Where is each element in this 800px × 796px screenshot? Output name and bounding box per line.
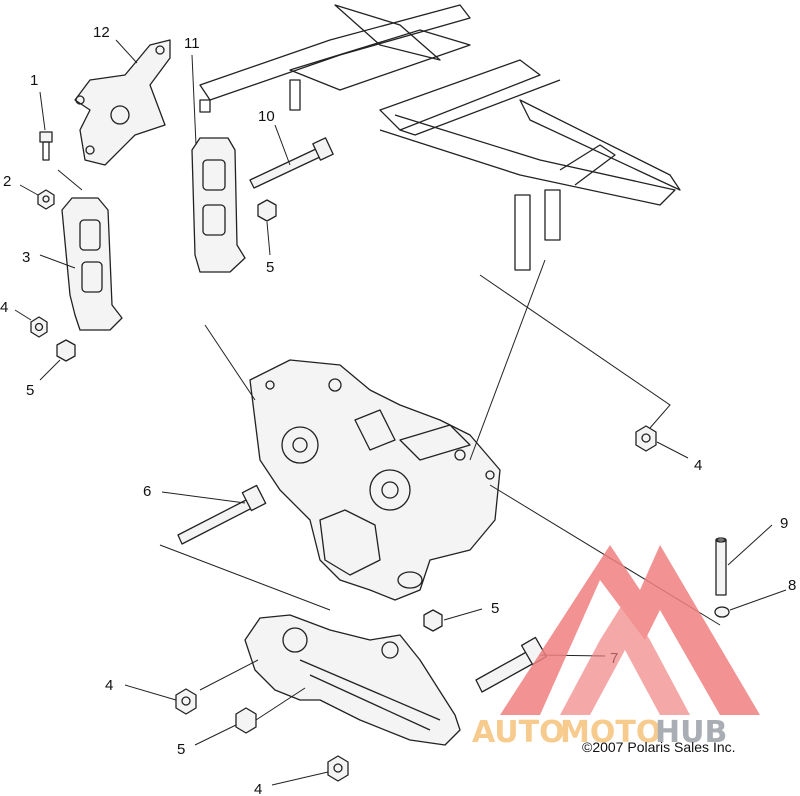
part-5-nut-b [257, 199, 277, 222]
callout-6: 6 [143, 483, 151, 500]
watermark-text-hub: HUB [655, 715, 727, 750]
copyright-notice: ©2007 Polaris Sales Inc. [582, 739, 736, 755]
callout-1: 1 [30, 72, 38, 89]
callout-3: 3 [22, 249, 30, 266]
callout-5-d: 5 [177, 741, 185, 758]
callout-5-b: 5 [266, 259, 274, 276]
callout-5-c: 5 [491, 600, 499, 617]
part-5-nut-c [423, 609, 443, 632]
part-2-nut [37, 189, 55, 210]
callout-4-d: 4 [254, 781, 262, 796]
callout-4-b: 4 [694, 457, 702, 474]
callout-10: 10 [258, 108, 275, 125]
part-1-bolt [39, 131, 53, 161]
watermark-logo: AUTO MOTO HUB [472, 545, 760, 750]
callout-4-c: 4 [105, 677, 113, 694]
engine-assembly [249, 359, 501, 601]
watermark-text-auto: AUTO [472, 715, 565, 750]
callout-12: 12 [93, 24, 110, 41]
part-4-nut-a [30, 316, 48, 338]
part-4-nut-c [175, 688, 197, 715]
callout-4-a: 4 [0, 299, 8, 316]
watermark-text-moto: MOTO [560, 715, 661, 750]
part-9-pin [715, 537, 727, 596]
watermark-triangle-icon [500, 545, 760, 715]
part-5-nut-a [56, 339, 76, 362]
lower-frame [244, 614, 461, 746]
callout-11: 11 [184, 35, 200, 52]
part-4-nut-b [635, 425, 657, 452]
chassis-frame [199, 4, 681, 271]
part-12-bracket-plate [74, 39, 171, 166]
callout-5-a: 5 [26, 382, 34, 399]
callout-2: 2 [3, 173, 11, 190]
callout-9: 9 [780, 515, 788, 532]
part-3-mount-bracket [61, 197, 123, 331]
callout-8: 8 [788, 577, 796, 594]
part-10-bolt [249, 137, 334, 189]
part-11-mount-bracket [191, 137, 246, 273]
part-4-nut-d [327, 755, 349, 782]
part-8-washer [714, 606, 730, 618]
part-6-bolt [177, 484, 267, 545]
part-5-nut-d [235, 707, 257, 734]
